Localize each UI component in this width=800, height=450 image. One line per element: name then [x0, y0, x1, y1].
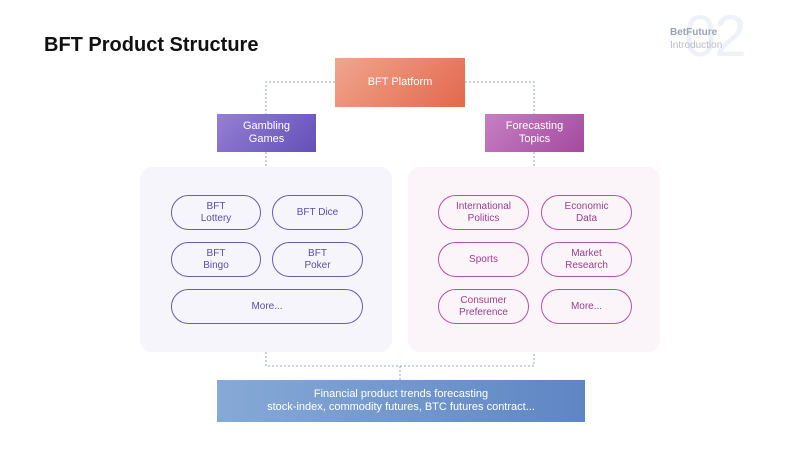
forecasting-topics-label: Forecasting Topics — [505, 120, 564, 145]
connector-platform-gambling — [265, 81, 335, 114]
bft-platform-node: BFT Platform — [335, 58, 465, 107]
connector-platform-forecasting — [465, 81, 535, 114]
forecasting-item-market-research: Market Research — [541, 242, 632, 277]
gambling-item-label: BFT Poker — [304, 247, 331, 271]
page-title: BFT Product Structure — [44, 34, 259, 56]
gambling-item-dice: BFT Dice — [272, 195, 363, 230]
forecasting-item-label: More... — [570, 300, 603, 312]
gambling-item-label: BFT Dice — [296, 206, 339, 218]
gambling-item-poker: BFT Poker — [272, 242, 363, 277]
forecasting-item-label: Consumer Preference — [459, 294, 508, 318]
forecasting-item-international-politics: International Politics — [438, 195, 529, 230]
brand-number-watermark: 02 — [684, 4, 746, 69]
gambling-games-label: Gambling Games — [242, 120, 291, 145]
forecasting-item-more: More... — [541, 289, 632, 324]
gambling-games-node: Gambling Games — [217, 114, 316, 152]
gambling-item-label: BFT Lottery — [200, 200, 232, 224]
financial-forecasting-node: Financial product trends forecasting sto… — [217, 380, 585, 422]
connector-panels-merge — [265, 352, 535, 367]
forecasting-item-label: International Politics — [455, 200, 512, 224]
financial-forecasting-line1: Financial product trends forecasting — [313, 388, 489, 401]
brand-subtitle: Introduction — [670, 40, 723, 51]
forecasting-item-label: Sports — [469, 253, 498, 265]
forecasting-item-label: Market Research — [565, 247, 608, 271]
financial-forecasting-line2: stock-index, commodity futures, BTC futu… — [267, 401, 535, 413]
brand-name: BetFuture — [670, 27, 718, 38]
gambling-item-more: More... — [171, 289, 363, 324]
gambling-item-label: BFT Bingo — [203, 247, 229, 271]
forecasting-item-consumer-preference: Consumer Preference — [438, 289, 529, 324]
gambling-item-bingo: BFT Bingo — [171, 242, 261, 277]
gambling-item-label: More... — [251, 300, 283, 312]
forecasting-item-label: Economic Data — [564, 200, 609, 224]
gambling-item-lottery: BFT Lottery — [171, 195, 261, 230]
forecasting-topics-node: Forecasting Topics — [485, 114, 584, 152]
forecasting-item-sports: Sports — [438, 242, 529, 277]
forecasting-item-economic-data: Economic Data — [541, 195, 632, 230]
